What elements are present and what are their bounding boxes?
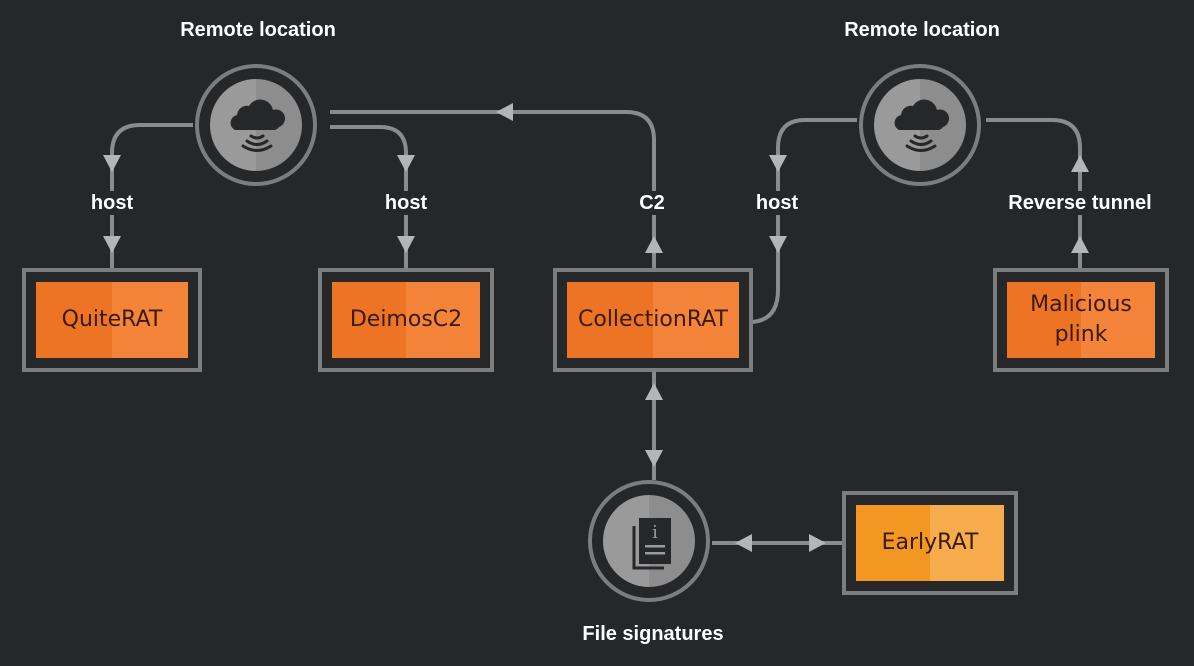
arrow-head xyxy=(1071,236,1089,253)
arrow-head xyxy=(103,155,121,172)
edge-label: C2 xyxy=(635,191,669,215)
edge-remote-quiterat xyxy=(110,123,193,268)
arrow-head xyxy=(769,155,787,172)
node-label: EarlyRAT xyxy=(856,505,1004,581)
node-deimosc2[interactable]: DeimosC2 xyxy=(318,268,494,372)
cloud-signal-icon xyxy=(894,99,950,152)
node-label: DeimosC2 xyxy=(332,282,480,358)
edge-label: Reverse tunnel xyxy=(1004,191,1156,215)
node-label: CollectionRAT xyxy=(567,282,739,358)
edge-collectionrat-c2 xyxy=(330,110,656,268)
arrow-head xyxy=(645,450,663,467)
arrow-head xyxy=(769,236,787,253)
arrow-head xyxy=(496,103,513,121)
file-signatures-node[interactable]: i xyxy=(588,480,710,602)
remote-location-node[interactable] xyxy=(195,64,317,186)
location-label: File signatures xyxy=(578,622,728,646)
arrow-head xyxy=(645,236,663,253)
node-label: Malicious plink xyxy=(1007,282,1155,358)
arrow-head xyxy=(103,236,121,253)
svg-text:i: i xyxy=(652,522,658,543)
edge-remote-deimosc2 xyxy=(330,125,408,268)
remote-location-node[interactable] xyxy=(859,64,981,186)
arrow-head xyxy=(397,155,415,172)
arrow-head xyxy=(645,383,663,400)
arrow-head xyxy=(809,534,826,552)
cloud-signal-icon xyxy=(230,99,286,152)
arrow-head xyxy=(1071,155,1089,172)
location-label: Remote location xyxy=(840,18,1004,42)
edge-label: host xyxy=(86,191,138,215)
node-earlyrat[interactable]: EarlyRAT xyxy=(842,491,1018,595)
location-label: Remote location xyxy=(176,18,340,42)
document-info-icon: i xyxy=(632,518,671,570)
edge-label: host xyxy=(751,191,803,215)
edge-remote-collectionrat xyxy=(751,118,857,324)
edge-plink-remote xyxy=(986,118,1082,268)
arrow-head xyxy=(397,236,415,253)
arrow-head xyxy=(735,534,752,552)
node-malicious-plink[interactable]: Malicious plink xyxy=(993,268,1169,372)
node-label: QuiteRAT xyxy=(36,282,188,358)
node-quiterat[interactable]: QuiteRAT xyxy=(22,268,202,372)
edge-label: host xyxy=(380,191,432,215)
node-collectionrat[interactable]: CollectionRAT xyxy=(553,268,753,372)
